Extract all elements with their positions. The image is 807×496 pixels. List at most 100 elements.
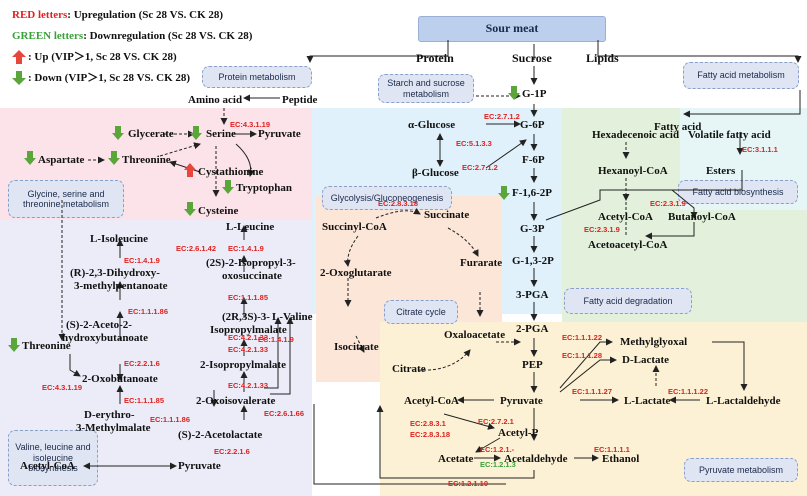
node-glycerate: Glycerate [128,128,174,140]
node-furarate: Furarate [460,257,503,269]
node-threonine: Threonine [122,154,171,166]
node-succinyl: Succinyl-CoA [322,221,387,233]
node-oxoisovalerate: 2-Oxoisovalerate [196,395,276,407]
ec-label: EC:4.2.1.33 [228,345,269,354]
ec-label: EC:4.3.1.19 [230,120,271,129]
node-pyruvate-low: Pyruvate [178,460,221,472]
ec-label: EC:1.1.1.22 [668,387,709,396]
ec-label-down: EC:1.2.1.3 [480,460,516,469]
box-fatty-acid-metabolism: Fatty acid metabolism [683,62,799,89]
node-3pga: 3-PGA [516,289,549,301]
node-isopropylmalate: 2-Isopropylmalate [200,359,286,371]
node-d-lactate: D-Lactate [622,354,670,366]
node-g6p: G-6P [520,119,545,131]
node-cystathionine: Cystathionine [198,166,264,178]
node-pyruvate-top: Pyruvate [258,128,301,140]
node-s2iso: (2S)-2-Isopropyl-3- [206,257,296,269]
ec-label: EC:2.7.2.1 [478,417,514,426]
node-peptide: Peptide [282,94,318,106]
down-arrow-icon [498,186,510,200]
node-tryptophan: Tryptophan [236,182,293,194]
node-hexanoyl: Hexanoyl-CoA [598,165,668,177]
node-hexadecenoic: Hexadecenoic acid [592,129,680,141]
node-derythrob: 3-Methylmalate [76,422,151,434]
legend-up: : Up (VIP＞1, Sc 28 VS. CK 28) [28,51,177,63]
ec-label: EC:1.4.1.9 [124,256,160,265]
node-acetate: Acetate [438,453,474,465]
node-derythro: D-erythro- [84,409,135,421]
ec-label: EC:1.1.1.27 [572,387,613,396]
node-l-leucine: L-Leucine [226,221,275,233]
node-s2isob: oxosuccinate [222,270,282,282]
box-fa-biosynthesis: Fatty acid biosynthesis [678,180,798,204]
ec-label: EC:2.8.3.1 [410,419,446,428]
node-threonine-low: Threonine [22,340,71,352]
node-f16p: F-1,6-2P [512,187,553,199]
ec-label: EC:2.3.1.9 [650,199,686,208]
ec-label: EC:1.2.1.- [480,445,515,454]
ec-label: EC:3.1.1.1 [742,145,778,154]
box-valine-leucine: Valine, leucine and isoleucine biosynthe… [8,430,98,486]
box-starch-sucrose: Starch and sucrose metabolism [378,74,474,103]
node-acetoacetyl: Acetoacetyl-CoA [588,239,668,251]
ec-label: EC:1.1.1.22 [562,333,603,342]
box-protein-metabolism: Protein metabolism [202,66,312,88]
box-citrate-cycle: Citrate cycle [384,300,458,324]
ec-label: EC:4.2.1.33 [228,333,269,342]
node-serine: Serine [206,128,236,140]
node-protein: Protein [416,51,454,65]
ec-label: EC:4.2.1.33 [228,381,269,390]
node-aspartate: Aspartate [38,154,85,166]
ec-label: EC:1.4.1.9 [258,335,294,344]
up-arrow-icon [12,50,26,64]
node-pep: PEP [522,359,543,371]
node-l-lactaldehyde: L-Lactaldehyde [706,395,781,407]
title-sour-meat: Sour meat [418,16,606,42]
node-r23b: 3-methylpentanoate [74,280,168,292]
down-arrow-icon [24,151,36,165]
down-arrow-icon [190,126,202,140]
node-l-isoleucine: L-Isoleucine [90,233,149,245]
down-arrow-icon [12,71,26,85]
legend-red: RED letters: Upregulation (Sc 28 VS. CK … [12,9,224,21]
node-g1p: G-1P [522,88,547,100]
ec-label: EC:2.6.1.42 [176,244,217,253]
node-lipids: Lipids [586,51,619,65]
node-r23: (R)-2,3-Dihydroxy- [70,267,160,279]
node-acetyl-coa-low: Acetyl-CoA [20,460,75,472]
node-acetyl-coa-pyr: Acetyl-CoA [404,395,459,407]
node-ethanol: Ethanol [602,453,640,465]
node-g3p: G-3P [520,223,545,235]
node-isocitrate: Isocitrate [334,341,379,353]
node-cysteine: Cysteine [198,205,239,217]
node-amino-acid: Amino acid [188,94,243,106]
node-esters: Esters [706,165,736,177]
node-s2acetob: hydroxybutanoate [62,332,148,344]
ec-label: EC:2.2.1.6 [214,447,250,456]
down-arrow-icon [108,151,120,165]
ec-label: EC:1.2.1.10 [448,479,489,488]
down-arrow-icon [8,338,20,352]
node-fatty-acid: Fatty acid [654,121,702,133]
down-arrow-icon [222,180,234,194]
ec-label: EC:2.8.3.18 [378,199,419,208]
node-beta-glucose: β-Glucose [412,167,459,179]
ec-label: EC:2.6.1.66 [264,409,305,418]
down-arrow-icon [184,202,196,216]
ec-label: EC:5.1.3.3 [456,139,492,148]
node-butanoyl: Butanoyl-CoA [668,211,736,223]
node-r2r3s: (2R,3S)-3- [222,311,270,323]
up-arrow-icon [184,163,196,177]
node-acetyl-coa-fa: Acetyl-CoA [598,211,653,223]
node-acetaldehyde: Acetaldehyde [504,453,568,465]
node-s2aceto: (S)-2-Aceto-2- [66,319,132,331]
box-glycolysis: Glycolysis/Gluconeogenesis [322,186,452,210]
node-f6p: F-6P [522,154,545,166]
ec-label: EC:2.7.1.2 [484,112,520,121]
ec-label: EC:1.1.1.1 [594,445,630,454]
ec-label: EC:2.2.1.6 [124,359,160,368]
node-alpha-glucose: α-Glucose [408,119,456,131]
ec-label: EC:2.3.1.9 [584,225,620,234]
